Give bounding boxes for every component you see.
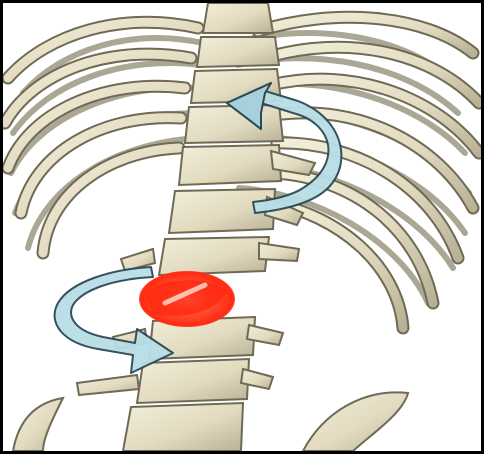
vertebral-column xyxy=(75,3,317,451)
injured-disc-highlight xyxy=(139,271,235,327)
counterclockwise-rotation-arrow-icon xyxy=(226,82,343,214)
pelvis xyxy=(11,391,410,451)
front-ribs-left xyxy=(3,15,205,260)
spine-illustration xyxy=(3,3,481,451)
front-ribs-right xyxy=(251,10,481,335)
clockwise-rotation-arrow-icon xyxy=(53,266,174,374)
